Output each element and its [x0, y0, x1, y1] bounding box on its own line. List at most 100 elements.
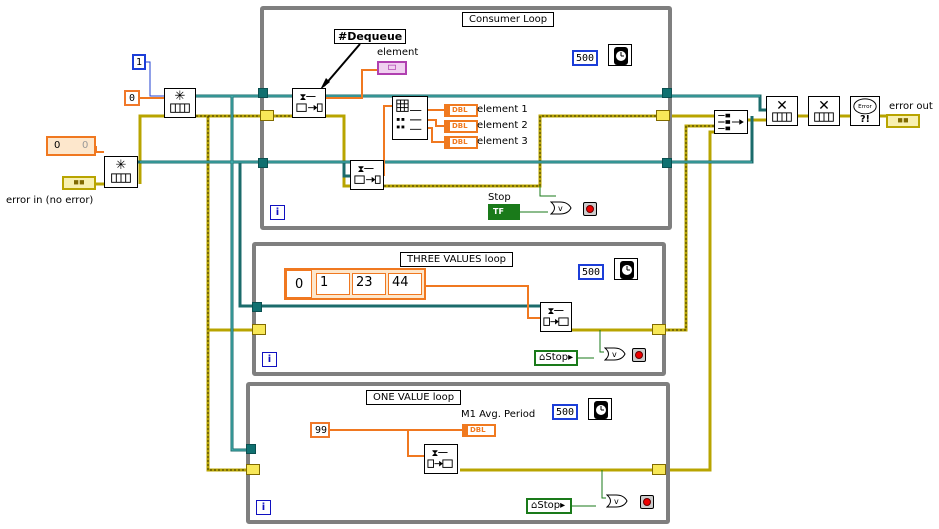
svg-text:✕: ✕: [776, 98, 788, 114]
wait-clock-icon: [594, 401, 608, 419]
obtain-queue-node[interactable]: ✳: [104, 156, 138, 188]
dequeue-icon: ⧗: [296, 92, 323, 112]
three-queue-tunnel: [252, 302, 262, 312]
three-wait-constant[interactable]: 500: [578, 264, 604, 280]
three-values-iteration-terminal: i: [262, 352, 277, 367]
one-wait-node[interactable]: [588, 398, 612, 420]
enqueue-three-values-node[interactable]: ⧗: [540, 302, 572, 332]
element-3-indicator[interactable]: DBL: [444, 136, 478, 149]
element-array-first-value: 0: [82, 140, 89, 151]
svg-text:⧗: ⧗: [548, 306, 555, 317]
element-3-label: element 3: [477, 136, 528, 147]
release-queue-icon: ✕: [772, 98, 792, 122]
dequeue-icon: ⧗: [354, 164, 381, 184]
consumer-queue-tunnel-mid-left: [258, 158, 268, 168]
element-1-indicator[interactable]: DBL: [444, 104, 478, 117]
error-dialog-icon: Error ?!: [853, 98, 877, 125]
enqueue-icon: ⧗: [543, 306, 569, 326]
three-stop-local-label: Stop: [545, 352, 569, 363]
element-indicator[interactable]: [377, 61, 407, 75]
wait-clock-icon: [614, 47, 628, 65]
index-array-icon: [396, 99, 422, 130]
dequeue-element-node-2[interactable]: ⧗: [350, 160, 384, 190]
element-2-indicator[interactable]: DBL: [444, 120, 478, 133]
enqueue-icon: ⧗: [427, 448, 453, 468]
consumer-shift-register-right: [656, 110, 670, 121]
one-value-constant[interactable]: 99: [310, 422, 330, 438]
one-queue-tunnel: [246, 444, 256, 454]
three-values-cell-2[interactable]: 23: [352, 273, 386, 295]
error-cluster-icon: [898, 118, 908, 123]
home-icon: ⌂: [531, 500, 538, 511]
dequeue-tag: #Dequeue: [334, 29, 407, 44]
release-queue-node[interactable]: ✕: [766, 96, 798, 126]
index-array-node[interactable]: [392, 96, 428, 140]
three-values-array-constant[interactable]: 0 1 23 44: [284, 268, 426, 300]
three-values-cell-1[interactable]: 1: [316, 273, 350, 295]
one-or-gate[interactable]: v: [606, 494, 628, 508]
svg-text:v: v: [614, 497, 619, 506]
one-value-iteration-terminal: i: [256, 500, 271, 515]
m1-avg-period-label: M1 Avg. Period: [461, 409, 536, 420]
merge-errors-node[interactable]: [714, 110, 748, 134]
three-or-gate[interactable]: v: [604, 347, 626, 361]
three-values-index-box[interactable]: 0: [286, 270, 312, 298]
svg-text:✳: ✳: [116, 158, 127, 173]
three-stop-local-variable[interactable]: ⌂Stop▸: [534, 350, 578, 366]
dequeue-element-node[interactable]: ⧗: [292, 88, 326, 118]
svg-text:?!: ?!: [860, 114, 870, 125]
three-values-loop-title: THREE VALUES loop: [400, 252, 514, 267]
home-icon: ⌂: [539, 352, 546, 363]
consumer-loop-condition[interactable]: [583, 202, 597, 216]
consumer-shift-register-left: [260, 110, 274, 121]
three-shift-register-right: [652, 324, 666, 335]
consumer-queue-tunnel-mid-right: [662, 158, 672, 168]
three-wait-node[interactable]: [614, 258, 638, 280]
element-1-label: element 1: [477, 104, 528, 115]
svg-text:✕: ✕: [818, 98, 830, 114]
release-queue-node-2[interactable]: ✕: [808, 96, 840, 126]
arrow-right-icon: ▸: [560, 500, 566, 511]
svg-text:Error: Error: [858, 104, 872, 110]
tf-label: TF: [493, 207, 504, 216]
error-in-terminal[interactable]: [62, 176, 96, 190]
release-queue-icon: ✕: [814, 98, 834, 122]
one-stop-local-variable[interactable]: ⌂Stop▸: [526, 498, 572, 514]
three-values-index: 0: [295, 277, 304, 292]
obtain-queue-node-2[interactable]: ✳: [164, 88, 196, 118]
m1-avg-period-indicator[interactable]: DBL: [462, 424, 496, 437]
svg-text:✳: ✳: [175, 89, 186, 104]
svg-text:⧗: ⧗: [300, 92, 307, 103]
error-in-label: error in (no error): [6, 195, 94, 206]
enqueue-one-value-node[interactable]: ⧗: [424, 444, 458, 474]
error-out-indicator[interactable]: [886, 114, 920, 128]
obtain-queue-icon: ✳: [111, 158, 131, 183]
stop-control[interactable]: TF: [488, 204, 520, 220]
element-array-constant[interactable]: 0 0: [46, 136, 96, 156]
one-shift-register-left: [246, 464, 260, 475]
variant-icon: [388, 64, 396, 70]
svg-text:⧗: ⧗: [358, 164, 365, 175]
error-out-label: error out: [889, 101, 933, 112]
consumer-loop: [260, 6, 672, 230]
one-value-loop-title: ONE VALUE loop: [366, 390, 462, 405]
consumer-or-gate[interactable]: v: [550, 201, 572, 215]
queue-size-constant[interactable]: 1: [132, 54, 146, 70]
svg-text:v: v: [558, 204, 563, 213]
consumer-wait-node[interactable]: [608, 44, 632, 66]
consumer-wait-constant[interactable]: 500: [572, 50, 598, 66]
one-loop-condition[interactable]: [640, 495, 654, 509]
stop-label: Stop: [488, 192, 511, 203]
three-values-cell-3[interactable]: 44: [388, 273, 422, 295]
element-label: element: [377, 47, 419, 58]
element-2-label: element 2: [477, 120, 528, 131]
arrow-right-icon: ▸: [568, 352, 574, 363]
queue-name-constant[interactable]: 0: [124, 90, 140, 106]
merge-errors-icon: [718, 113, 744, 131]
consumer-loop-title: Consumer Loop: [462, 12, 555, 27]
one-wait-constant[interactable]: 500: [552, 404, 578, 420]
consumer-loop-iteration-terminal: i: [270, 205, 285, 220]
simple-error-handler-node[interactable]: Error ?!: [850, 96, 880, 126]
three-loop-condition[interactable]: [632, 348, 646, 362]
